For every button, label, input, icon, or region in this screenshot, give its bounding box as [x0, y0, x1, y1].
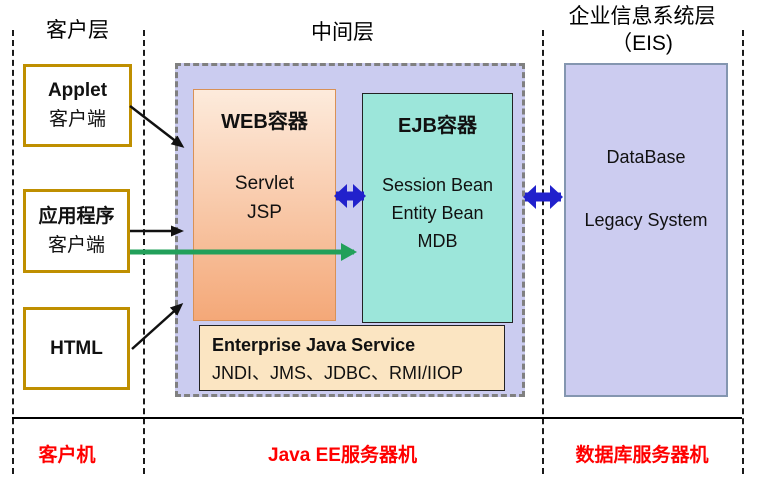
legacy-system-label: Legacy System [584, 210, 708, 230]
layer-label-middle-tier: 中间层 [311, 21, 374, 44]
tier-divider-line-right [742, 30, 744, 474]
tier-divider-line-middle-eis [542, 30, 544, 474]
ejb-container-title: EJB容器 [398, 115, 477, 137]
applet-client-box: Applet 客户端 [23, 64, 132, 147]
tier-divider-line-client-middle [143, 30, 145, 474]
application-box-title: 应用程序 [38, 206, 115, 227]
footer-label-javaee-server-machine: Java EE服务器机 [268, 445, 417, 466]
web-item-servlet: Servlet [234, 173, 295, 194]
tier-divider-line-left [12, 30, 14, 474]
footer-label-database-server-machine: 数据库服务器机 [575, 445, 709, 466]
database-label: DataBase [606, 147, 686, 167]
eis-label-line2: （EIS) [611, 32, 673, 55]
ejb-item-session-bean: Session Bean [381, 175, 494, 195]
applet-box-subtitle: 客户端 [48, 109, 106, 130]
machine-separator-line [12, 417, 742, 419]
ejb-item-mdb: MDB [417, 231, 458, 251]
application-client-box: 应用程序 客户端 [23, 189, 130, 273]
eis-label-line1: 企业信息系统层 [568, 5, 716, 28]
web-item-jsp: JSP [247, 202, 282, 223]
layer-label-eis-tier: 企业信息系统层 （EIS) [542, 3, 742, 57]
layer-label-client-tier: 客户层 [46, 19, 109, 42]
application-box-subtitle: 客户端 [47, 235, 105, 256]
arrow-html-to-web [131, 302, 184, 350]
applet-box-title: Applet [47, 80, 108, 101]
html-client-box: HTML [23, 307, 130, 390]
service-box-apis: JNDI、JMS、JDBC、RMI/IIOP [212, 363, 464, 383]
web-container-box: WEB容器 Servlet JSP [193, 89, 336, 321]
html-box-title: HTML [50, 338, 103, 359]
ejb-item-entity-bean: Entity Bean [391, 203, 484, 223]
enterprise-java-service-box: Enterprise Java Service JNDI、JMS、JDBC、RM… [199, 325, 505, 391]
web-container-title: WEB容器 [221, 111, 308, 133]
service-box-title: Enterprise Java Service [212, 335, 416, 355]
footer-label-client-machine: 客户机 [38, 445, 96, 466]
database-box: DataBase Legacy System [564, 63, 728, 397]
ejb-container-box: EJB容器 Session Bean Entity Bean MDB [362, 93, 513, 323]
